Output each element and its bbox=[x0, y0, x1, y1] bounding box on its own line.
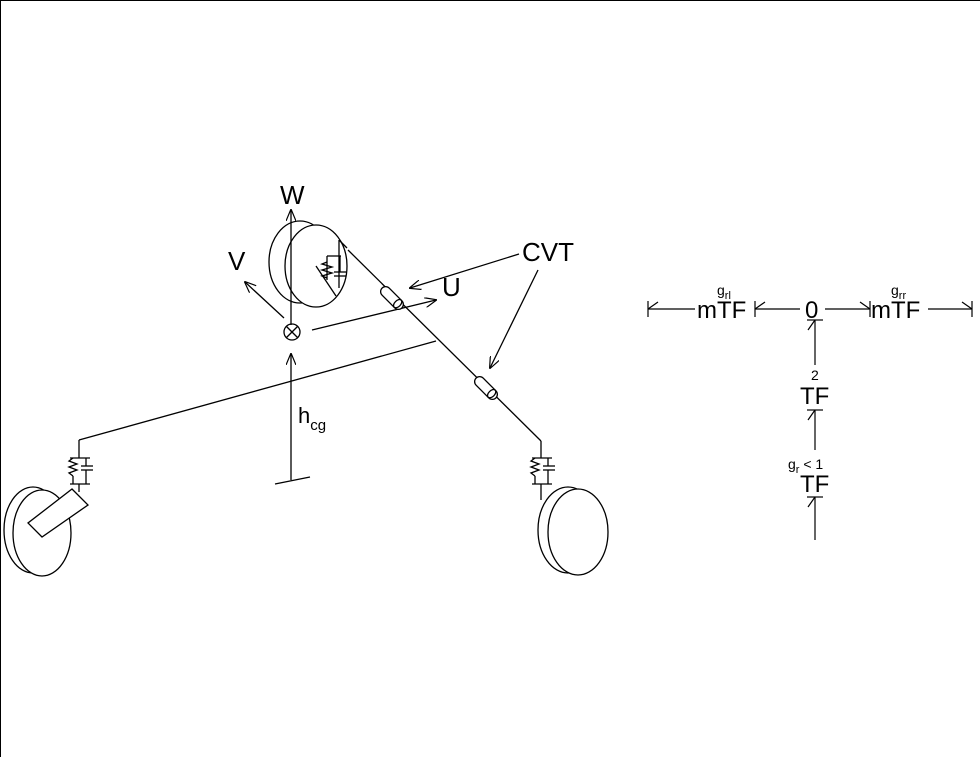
svg-text:mTF: mTF bbox=[871, 297, 920, 324]
u-label: U bbox=[442, 272, 461, 302]
svg-text:grr: grr bbox=[891, 282, 906, 302]
vehicle-schematic bbox=[3, 210, 609, 577]
v-axis bbox=[245, 282, 285, 319]
cg-symbol bbox=[283, 323, 301, 341]
rear-left-wheel bbox=[3, 486, 90, 577]
bond-vertical-middle-head bbox=[807, 409, 816, 421]
hcg-label: hcg bbox=[298, 403, 326, 434]
left-mtf-element: grl mTF bbox=[697, 282, 746, 324]
svg-text:2: 2 bbox=[811, 367, 819, 383]
right-mtf-element: grr mTF bbox=[871, 282, 920, 324]
bond-vertical-lower-head bbox=[807, 496, 816, 508]
bond-vertical-upper-head bbox=[807, 319, 816, 331]
bond-graph bbox=[647, 301, 973, 540]
rear-axle-beam bbox=[78, 340, 437, 441]
svg-text:TF: TF bbox=[800, 471, 829, 498]
cvt-lower-cylinder bbox=[473, 375, 499, 401]
bond-right-inner-head bbox=[859, 301, 871, 310]
cvt-label: CVT bbox=[522, 237, 574, 267]
bond-right-outer-head bbox=[961, 301, 973, 310]
zero-junction: 0 bbox=[805, 297, 818, 324]
cvt-pointer-lower bbox=[490, 269, 539, 368]
cvt-upper-cylinder bbox=[379, 285, 405, 311]
drive-shaft bbox=[347, 249, 542, 442]
front-wheel bbox=[268, 220, 348, 308]
svg-text:grl: grl bbox=[717, 282, 731, 302]
svg-text:gr < 1: gr < 1 bbox=[788, 456, 823, 476]
cvt-pointer-upper bbox=[410, 253, 520, 288]
rear-left-suspension bbox=[67, 440, 93, 492]
rear-right-wheel bbox=[537, 486, 609, 576]
rear-right-suspension bbox=[529, 441, 555, 500]
bottom-tf-element: gr < 1 TF bbox=[788, 456, 829, 498]
v-label: V bbox=[228, 246, 246, 276]
bond-left-inner-head bbox=[754, 301, 766, 310]
middle-tf-element: 2 TF bbox=[800, 367, 829, 410]
svg-text:mTF: mTF bbox=[697, 297, 746, 324]
w-label: W bbox=[280, 180, 305, 210]
front-suspension bbox=[319, 239, 348, 288]
svg-text:TF: TF bbox=[800, 383, 829, 410]
ground-line bbox=[274, 476, 311, 485]
u-axis bbox=[311, 300, 436, 331]
bond-left-outer-head bbox=[647, 301, 659, 310]
